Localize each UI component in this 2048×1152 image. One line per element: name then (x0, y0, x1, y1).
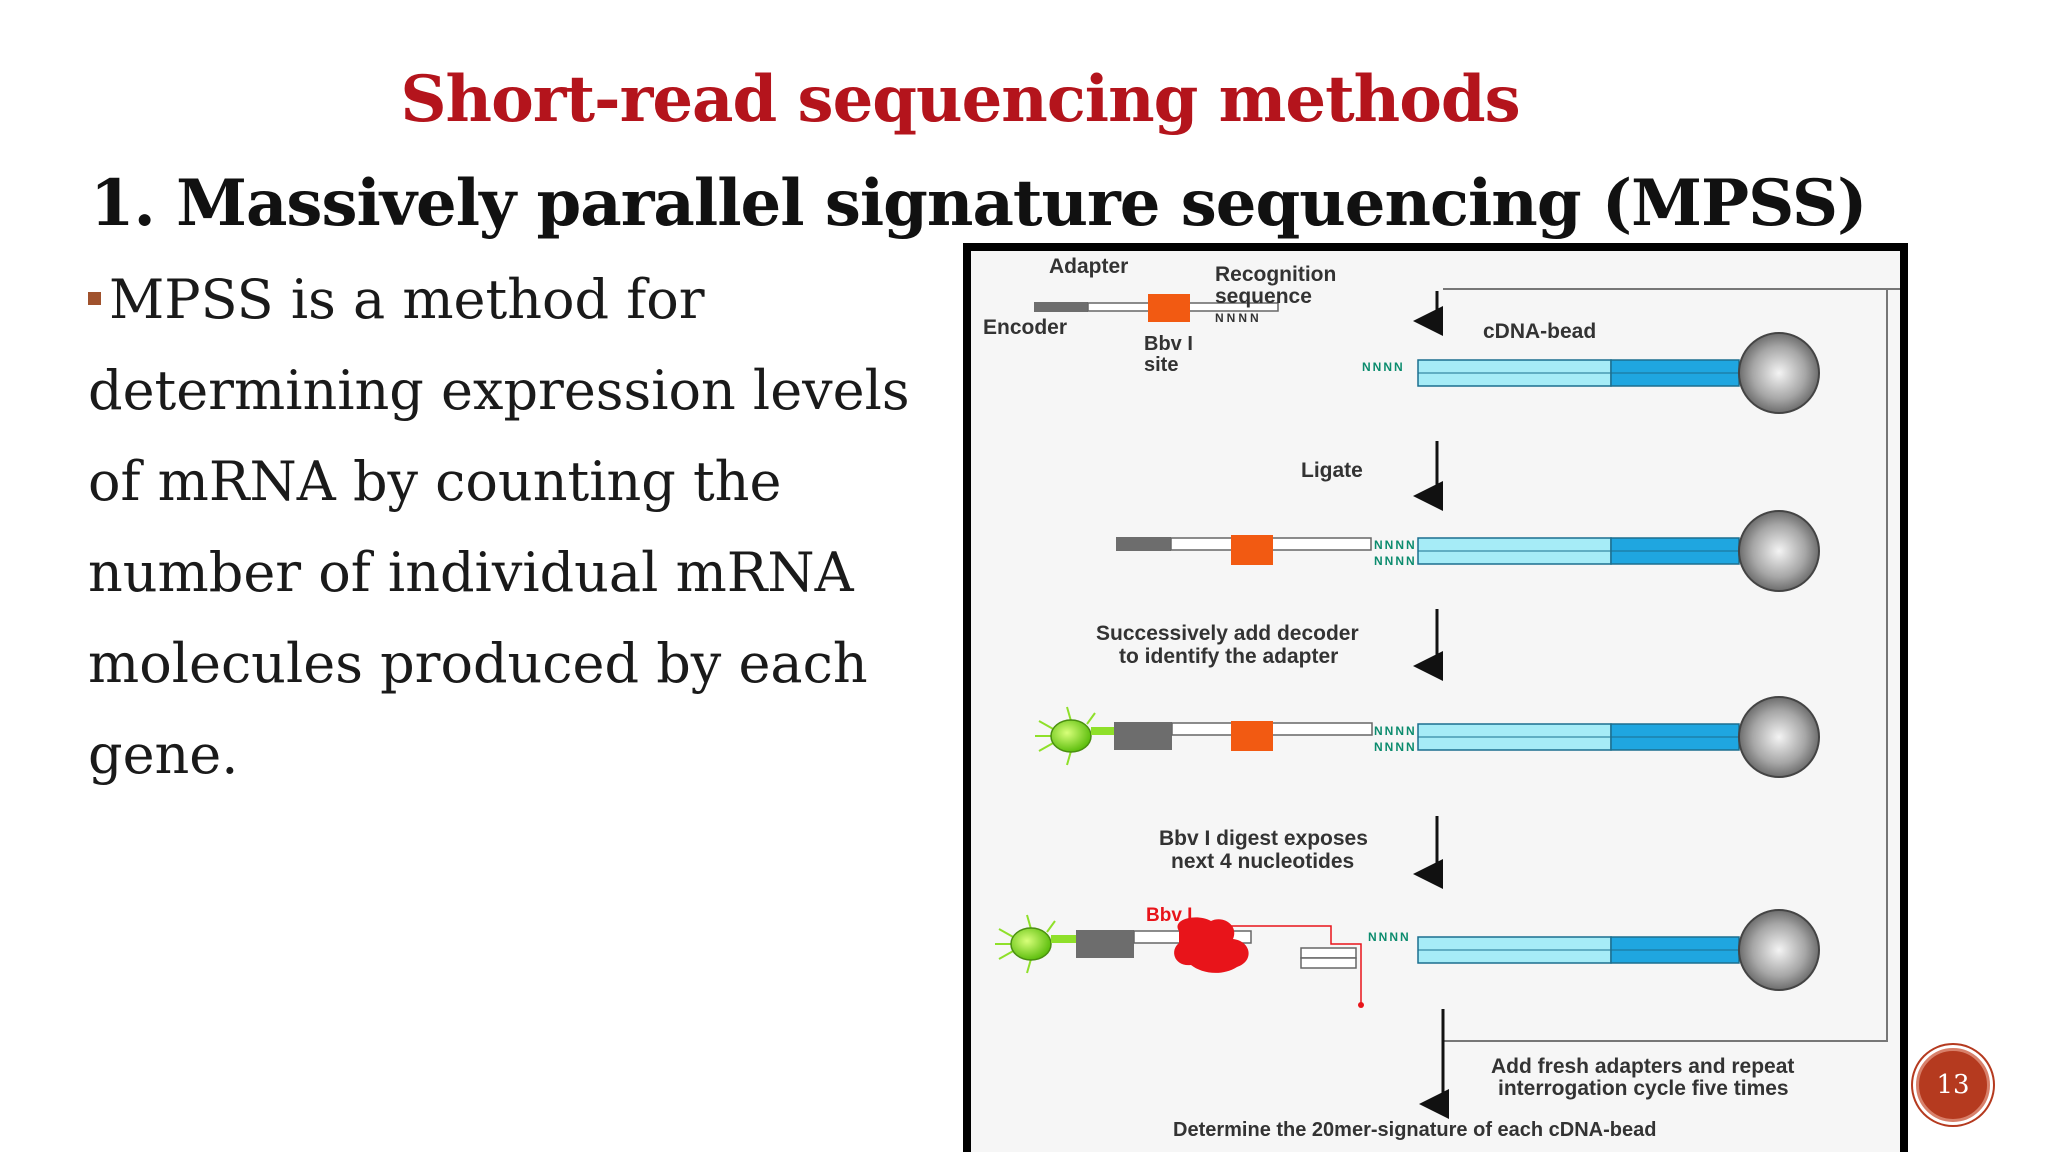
cdna-bead (1738, 696, 1820, 778)
decoder-link (1091, 727, 1114, 735)
slide-subtitle: 1. Massively parallel signature sequenci… (90, 166, 1867, 241)
bullet-line: MPSS is a method for (88, 254, 968, 345)
cdna-bead (1738, 510, 1820, 592)
decoder-probe (995, 914, 1056, 974)
decoder-probe (1035, 706, 1096, 766)
nnnn-tag: NNNN (1368, 930, 1411, 944)
cleaved-fragment (1300, 947, 1357, 959)
bbvi-site-label-1: Bbv I (1144, 333, 1193, 355)
cdna-bead-label: cDNA-bead (1483, 320, 1596, 343)
bullet-line: gene. (88, 723, 239, 786)
square-bullet-icon (88, 291, 101, 305)
loop-line (1443, 288, 1900, 1042)
encoder-block (1034, 302, 1088, 312)
cut-point (1358, 1002, 1364, 1008)
bbvi-site-label-2: site (1144, 354, 1178, 376)
cdna-bead (1738, 909, 1820, 991)
cleaved-fragment (1300, 957, 1357, 969)
cut-line (1211, 925, 1362, 1003)
bullet-text: MPSS is a method for (109, 268, 705, 331)
cdna-bead (1738, 332, 1820, 414)
decoder-label-1: Successively add decoder (1096, 622, 1359, 645)
bbvi-site-block (1231, 535, 1273, 565)
repeat-label-1: Add fresh adapters and repeat (1491, 1055, 1794, 1078)
determine-label: Determine the 20mer-signature of each cD… (1173, 1119, 1656, 1141)
decoder-link (1051, 935, 1076, 943)
bullet-line: determining expression levels (88, 359, 910, 422)
bullet-line: of mRNA by counting the (88, 450, 782, 513)
repeat-label-2: interrogation cycle five times (1498, 1077, 1789, 1100)
bbvi-enzyme-label: Bbv I (1146, 905, 1192, 926)
encoder-label: Encoder (983, 316, 1067, 339)
bbvi-site-block (1148, 294, 1190, 322)
recognition-label-2: sequence (1215, 285, 1312, 308)
encoder-block (1116, 537, 1171, 551)
bbvi-enzyme-icon (1174, 917, 1249, 973)
bullet-line: number of individual mRNA (88, 541, 854, 604)
bullet-paragraph: MPSS is a method for determining express… (88, 254, 968, 800)
mpss-diagram: Adapter Encoder Bbv I site Recognition s… (963, 243, 1908, 1152)
slide-title: Short-read sequencing methods (400, 62, 1520, 137)
green-decoder-icon (1050, 719, 1092, 753)
green-decoder-icon (1010, 927, 1052, 961)
encoder-block (1114, 736, 1172, 750)
bbvi-site-block (1231, 721, 1273, 751)
nnnn-tag: NNNN (1215, 311, 1262, 325)
bullet-line: molecules produced by each (88, 632, 868, 695)
recognition-label-1: Recognition (1215, 263, 1336, 286)
nnnn-tag: NNNN (1374, 554, 1417, 568)
encoder-block (1076, 930, 1134, 944)
encoder-block (1076, 944, 1134, 958)
encoder-block (1114, 722, 1172, 736)
mpss-diagram-svg: Adapter Encoder Bbv I site Recognition s… (971, 251, 1900, 1152)
ligate-label: Ligate (1301, 459, 1363, 482)
nnnn-tag: NNNN (1374, 740, 1417, 754)
digest-label-1: Bbv I digest exposes (1159, 827, 1368, 850)
nnnn-tag: NNNN (1362, 360, 1405, 374)
adapter-label: Adapter (1049, 255, 1128, 278)
page-number-badge: 13 (1916, 1048, 1990, 1122)
decoder-label-2: to identify the adapter (1119, 645, 1338, 668)
nnnn-tag: NNNN (1374, 538, 1417, 552)
nnnn-tag: NNNN (1374, 724, 1417, 738)
digest-label-2: next 4 nucleotides (1171, 850, 1354, 873)
